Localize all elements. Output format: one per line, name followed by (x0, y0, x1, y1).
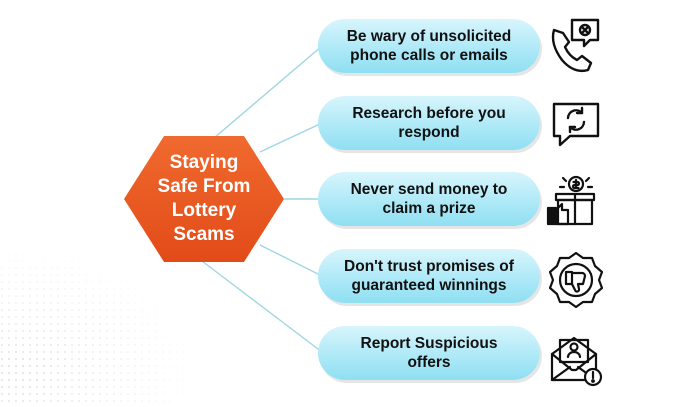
connector-2 (259, 122, 323, 153)
refresh-chat-icon (546, 94, 606, 154)
prize-box-icon (546, 172, 606, 232)
central-hexagon: Staying Safe From Lottery Scams (124, 134, 284, 264)
tip-label: Report Suspicious offers (360, 335, 498, 371)
tip-pill-guaranteed-winnings: Don't trust promises of guaranteed winni… (318, 249, 540, 303)
connector-1 (213, 45, 323, 139)
hub-title: Staying Safe From Lottery Scams (157, 152, 251, 245)
tip-label: Research before you respond (352, 105, 506, 141)
tip-pill-phone-calls: Be wary of unsolicited phone calls or em… (318, 19, 540, 73)
tip-label: Be wary of unsolicited phone calls or em… (346, 28, 512, 64)
warning-mail-icon (546, 330, 606, 390)
phone-blocked-icon (546, 16, 606, 76)
connector-4 (259, 244, 323, 277)
tip-pill-report: Report Suspicious offers (318, 326, 540, 380)
tip-label: Never send money to claim a prize (350, 181, 508, 217)
tip-label: Don't trust promises of guaranteed winni… (344, 258, 514, 294)
tip-pill-send-money: Never send money to claim a prize (318, 172, 540, 226)
thumbs-down-badge-icon (546, 250, 606, 310)
connector-5 (193, 254, 323, 353)
tip-pill-research: Research before you respond (318, 96, 540, 150)
